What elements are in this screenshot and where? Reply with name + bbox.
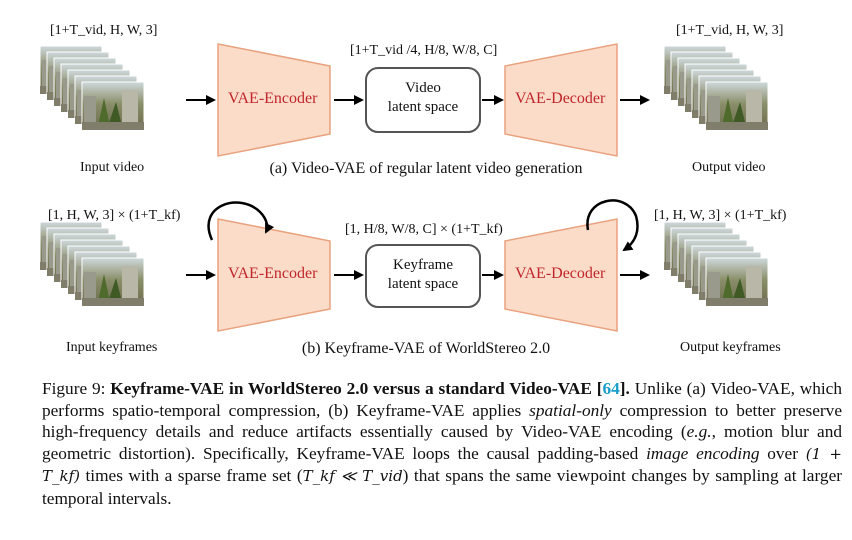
diagram-shapes xyxy=(0,43,852,332)
caption-text-2: compression to better preserve high-freq… xyxy=(42,400,842,442)
keyframe-latent-line2: latent space xyxy=(387,276,459,292)
caption-italic-3: image encoding xyxy=(646,443,760,463)
output-video-dims: [1+T_vid, H, W, 3] xyxy=(676,23,784,38)
vae-decoder-b xyxy=(504,218,618,332)
video-latent-box xyxy=(365,67,481,133)
caption-text-1: Unlike (a) Video-VAE, which performs spa… xyxy=(42,379,842,420)
encoder-loop-arrow xyxy=(207,201,275,241)
caption-text-3: , motion blur and geometric distortion).… xyxy=(42,422,842,463)
vae-encoder-b xyxy=(217,218,331,332)
output-keyframes-label: Output keyframes xyxy=(680,340,781,355)
input-video-frames xyxy=(40,46,144,130)
subcaption-b: (b) Keyframe-VAE of WorldStereo 2.0 xyxy=(301,340,551,357)
video-latent-dims: [1+T_vid /4, H/8, W/8, C] xyxy=(350,43,498,58)
output-keyframes-frames xyxy=(664,222,768,306)
encoder-label-b: VAE-Encoder xyxy=(228,265,318,282)
decoder-loop-arrow xyxy=(586,199,639,252)
keyframe-latent-box xyxy=(365,244,481,308)
figure-number: Figure 9: xyxy=(42,379,111,398)
subcaption-a: (a) Video-VAE of regular latent video ge… xyxy=(269,160,583,177)
video-latent-text: Video latent space xyxy=(366,79,480,117)
caption-title-end: ]. xyxy=(619,379,630,398)
input-keyframes-label: Input keyframes xyxy=(66,340,158,355)
caption-text-4: over xyxy=(759,443,806,463)
decoder-label-a: VAE-Decoder xyxy=(515,90,606,107)
input-video-dims: [1+T_vid, H, W, 3] xyxy=(50,23,158,38)
decoder-label-b: VAE-Decoder xyxy=(515,265,606,282)
keyframe-latent-line1: Keyframe xyxy=(393,257,453,273)
keyframe-latent-text: Keyframe latent space xyxy=(366,256,480,294)
caption-title: Keyframe-VAE in WorldStereo 2.0 versus a… xyxy=(110,379,603,398)
video-latent-line2: latent space xyxy=(387,99,459,115)
figure-caption: Figure 9: Keyframe-VAE in WorldStereo 2.… xyxy=(42,378,842,510)
caption-italic-2: e.g. xyxy=(686,422,712,442)
caption-text-6: ) that spans the same viewpoint changes … xyxy=(42,466,842,508)
video-latent-line1: Video xyxy=(405,80,441,96)
input-keyframes-dims: [1, H, W, 3] × (1+T_kf) xyxy=(48,208,181,223)
encoder-label-a: VAE-Encoder xyxy=(228,90,318,107)
caption-italic-1: spatial-only xyxy=(529,400,612,420)
keyframe-latent-dims: [1, H/8, W/8, C] × (1+T_kf) xyxy=(345,222,503,237)
output-video-label: Output video xyxy=(692,160,766,175)
vae-comparison-diagram: [1+T_vid, H, W, 3] Input video VAE-Encod… xyxy=(0,23,852,357)
caption-text-5: times with a sparse frame set ( xyxy=(80,466,303,486)
caption-math-2: T_kf ≪ T_vid xyxy=(302,467,403,486)
output-keyframes-dims: [1, H, W, 3] × (1+T_kf) xyxy=(654,208,787,223)
input-keyframes-frames xyxy=(40,222,144,306)
vae-decoder-a xyxy=(504,43,618,157)
vae-encoder-a xyxy=(217,43,331,157)
citation-link[interactable]: 64 xyxy=(602,379,620,398)
input-video-label: Input video xyxy=(80,160,145,175)
caption-math-1: (1 + T_kf) xyxy=(42,444,842,486)
output-video-frames xyxy=(664,46,768,130)
